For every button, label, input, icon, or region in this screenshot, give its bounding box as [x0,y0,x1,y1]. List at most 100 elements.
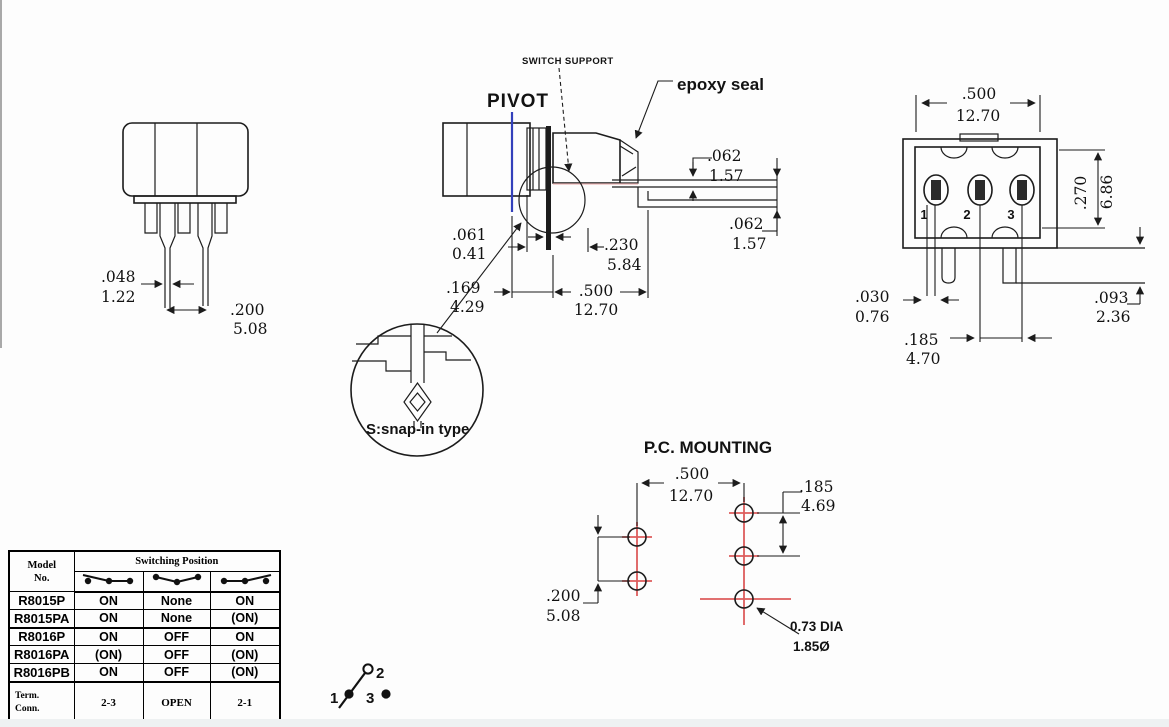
svg-text:4.70: 4.70 [906,350,941,368]
snap-in-detail-view: S:snap-in type [350,323,484,457]
position-value: ON [73,663,144,683]
switch-position-left-icon [82,573,133,584]
snap-in-pin [403,325,432,428]
pc-dim-right-pitch: .185 4.69 [757,478,836,557]
svg-text:.030: .030 [855,288,890,306]
rear-dim-leg-offset: .093 2.36 [1094,227,1145,326]
rear-terminal-1 [923,174,949,206]
side-view: SWITCH SUPPORT PIVOT epoxy seal [436,56,782,334]
position-value: (ON) [73,645,144,664]
model-cell: R8016PB [8,663,75,683]
pc-dim-col-pitch: .500 12.70 [636,465,745,526]
model-no-header: Model No. [8,550,75,592]
rear-dim-width: .500 12.70 [915,85,1041,132]
position-value: None [142,609,211,629]
rear-dim-terminal-pitch: .185 4.70 [904,205,1052,368]
mounting-plate [546,126,551,250]
position-value: (ON) [209,663,281,683]
position-value: ON [73,591,144,610]
table-row: R8016P ON OFF ON [8,627,281,646]
svg-text:6.86: 6.86 [1098,175,1116,210]
rear-top-arcs [940,146,1019,159]
position-icon-cell-1 [73,570,144,593]
switch-support-leader [558,67,573,172]
rear-legs [941,248,1017,284]
epoxy-seal-leader [634,80,673,139]
position-value: OFF [142,627,211,646]
switch-position-center-icon [152,573,201,585]
epoxy-seal-shape [619,139,639,184]
rear-terminal-3 [1009,174,1035,206]
pc-mounting-title: P.C. MOUNTING [644,438,772,457]
position-value: OFF [142,663,211,683]
terminal-1-label: 1 [920,207,927,222]
position-value: OFF [142,645,211,664]
term-conn-value: OPEN [142,681,211,724]
model-cell: R8015PA [8,609,75,629]
rear-extension-lines [1016,247,1145,284]
scan-bottom-band [0,719,1169,727]
svg-text:5.84: 5.84 [607,256,642,274]
svg-text:.185: .185 [799,478,834,496]
svg-text:1.57: 1.57 [709,167,744,185]
svg-text:.185: .185 [904,331,939,349]
switching-position-header: Switching Position [73,550,281,572]
snap-in-label: S:snap-in type [366,421,469,438]
conn-label: Conn. [15,704,40,714]
switch-support-plates [526,126,551,250]
model-header-label: Model [27,559,57,571]
pc-hole-note: 0.73 DIA 1.85Ø [756,607,844,654]
terminal-2-label: 2 [963,207,970,222]
detail-leader-line [436,222,522,334]
svg-text:0.76: 0.76 [855,308,890,326]
svg-text:0.73 DIA: 0.73 DIA [790,619,844,634]
svg-text:4.29: 4.29 [450,298,485,316]
table-row: R8016PA (ON) OFF (ON) [8,645,281,664]
panel-cross-section [352,335,471,372]
svg-text:0.41: 0.41 [452,245,487,263]
front-dim-pin-pitch: .200 5.08 [166,301,268,338]
table-row: R8016PB ON OFF (ON) [8,663,281,683]
svg-text:.500: .500 [675,465,710,483]
svg-text:5.08: 5.08 [546,607,581,625]
svg-text:.093: .093 [1094,289,1129,307]
term-conn-value: 2-3 [73,681,144,724]
pivot-label: PIVOT [487,91,549,112]
svg-text:1.22: 1.22 [101,288,136,306]
contact-circle-2 [362,663,374,675]
switch-position-right-icon [220,573,271,584]
front-body-outline [122,122,249,197]
table-row: R8015PA ON None (ON) [8,609,281,629]
svg-text:5.08: 5.08 [233,320,268,338]
svg-text:.200: .200 [230,301,265,319]
position-value: (ON) [209,645,281,664]
schematic-terminal-2: 2 [376,665,384,682]
terminal-3-label: 3 [1007,207,1014,222]
circuit-schematic: 1 2 3 [330,663,391,709]
model-cell: R8015P [8,591,75,610]
contact-dot-1 [344,689,354,699]
pc-mounting-view: P.C. MOUNTING .500 12.70 .185 4.69 [546,438,844,654]
position-icon-cell-3 [209,570,281,593]
svg-text:.061: .061 [452,226,487,244]
detail-balloon-circle [518,166,586,234]
position-value: ON [73,609,144,629]
rear-dim-height: .270 6.86 [1042,149,1116,229]
side-dim-offset-and-reach: .169 4.29 .500 12.70 [446,210,649,319]
front-flange [133,195,237,204]
svg-text:.230: .230 [604,236,639,254]
position-value: ON [209,627,281,646]
model-cell: R8016PA [8,645,75,664]
position-value: (ON) [209,609,281,629]
pc-dim-left-pitch: .200 5.08 [546,515,630,625]
front-short-pins [144,203,228,234]
position-value: None [142,591,211,610]
position-value: ON [73,627,144,646]
svg-text:.500: .500 [579,282,614,300]
switch-body [552,132,639,185]
svg-text:.062: .062 [707,147,742,165]
actuator-outline [442,122,531,197]
svg-text:1.57: 1.57 [732,235,767,253]
